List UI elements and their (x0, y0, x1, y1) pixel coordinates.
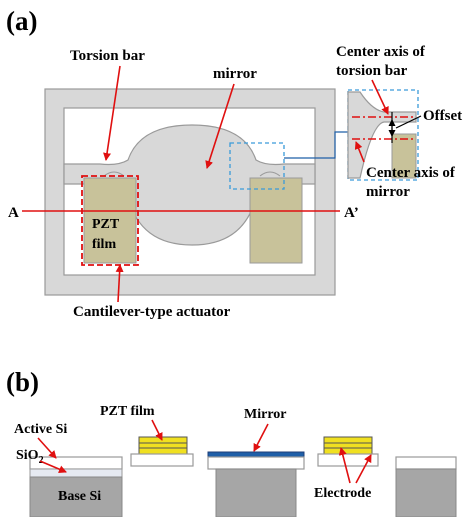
mirror-layer-arrow (253, 423, 269, 452)
sio2-label: SiO2 (16, 448, 44, 466)
electrode-arrow-2 (355, 454, 372, 484)
torsion-bar-arrow (103, 65, 121, 161)
layer-stack-1 (29, 456, 123, 517)
offset-pointer (395, 115, 422, 129)
mirror-label: mirror (213, 66, 257, 82)
zoom-source-box (229, 142, 285, 190)
panel-b-label: (b) (6, 367, 39, 397)
layer-stack-3 (207, 451, 305, 517)
section-end-label: A’ (344, 205, 359, 221)
mirror-layer-label: Mirror (244, 407, 287, 422)
pzt-film-label: PZT film (100, 404, 155, 419)
active-si-arrow (37, 437, 57, 459)
actuator-arrow (115, 264, 124, 303)
center-axis-torsion-label-line1: Center axis of (336, 44, 426, 60)
mirror-arrow (205, 83, 235, 169)
layer-stack-2 (130, 436, 194, 467)
pzt-label-line2: film (92, 237, 116, 252)
pzt-film-right (249, 177, 303, 264)
panel-a-label: (a) (6, 6, 37, 36)
center-axis-mirror-arrow (354, 141, 365, 163)
layer-stack-4 (317, 436, 379, 467)
center-axis-torsion-arrow (371, 79, 389, 115)
pzt-film-arrow (151, 419, 163, 441)
layer-stack-5 (395, 456, 457, 517)
pzt-film-left (83, 177, 137, 264)
center-axis-mirror-label-line1: Center axis of (366, 165, 456, 181)
active-si-label: Active Si (14, 422, 67, 437)
electrode-arrow-1 (338, 447, 351, 484)
section-start-label: A (8, 205, 19, 221)
center-axis-torsion-label-line2: torsion bar (336, 63, 408, 79)
torsion-bar-label: Torsion bar (70, 48, 145, 64)
pzt-label-line1: PZT (92, 217, 120, 232)
center-axis-mirror-label-line2: mirror (366, 184, 410, 200)
actuator-label: Cantilever-type actuator (73, 304, 231, 320)
offset-label: Offset (423, 108, 462, 124)
actuator-highlight (81, 175, 139, 266)
zoom-inset (347, 89, 419, 181)
electrode-label: Electrode (314, 486, 371, 501)
base-si-label: Base Si (58, 489, 101, 504)
zoom-leader-line (284, 131, 348, 159)
sio2-arrow (39, 460, 67, 473)
